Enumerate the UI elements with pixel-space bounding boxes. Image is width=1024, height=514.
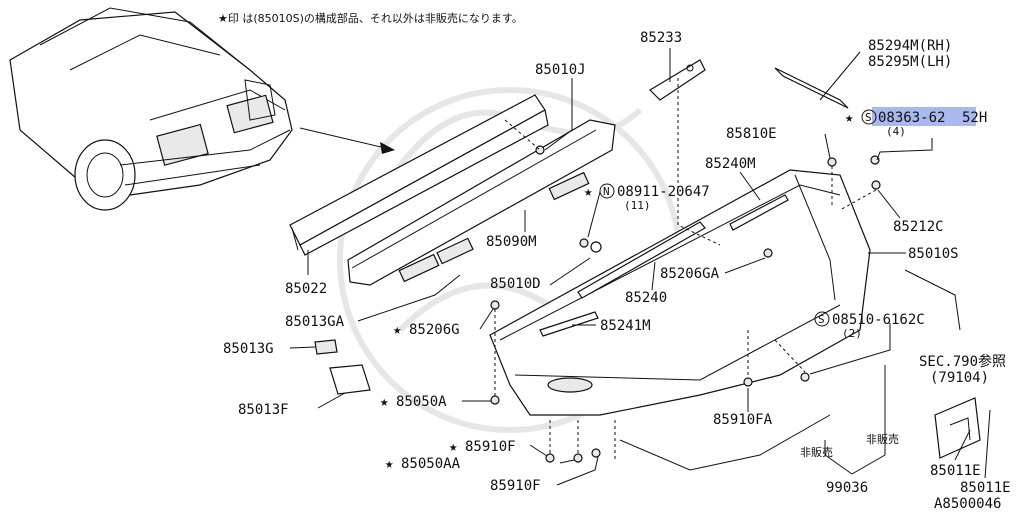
label-85233: 85233 [640, 30, 682, 46]
label-85294m: 85294M(RH) [868, 38, 952, 54]
energy-absorber-85010j [347, 119, 616, 286]
label-85013ga: 85013GA [285, 314, 345, 330]
callout-labels: 85233 85294M(RH) 85295M(LH) 85010J ★ S 0… [223, 30, 1011, 512]
label-85910f-a: 85910F [465, 439, 516, 455]
header-note: ★印 は(85010S)の構成部品、それ以外は非販売になります。 [218, 11, 523, 25]
label-qty-4: (4) [886, 125, 906, 138]
finisher-strip-99036 [619, 269, 961, 471]
star-mark-4: ★ [380, 394, 389, 410]
label-85240m: 85240M [705, 156, 756, 172]
sec-ref-line2: (79104) [930, 370, 989, 386]
direction-arrow [299, 127, 395, 154]
leader-lines [289, 48, 991, 486]
label-85810e: 85810E [726, 126, 777, 142]
label-85010s: 85010S [908, 246, 959, 262]
label-08911: 08911-20647 [617, 184, 710, 200]
label-85241m: 85241M [600, 318, 651, 334]
molding-85240m [729, 194, 789, 231]
label-qty-2: (2) [842, 327, 862, 340]
star-mark-6: ★ [385, 456, 394, 472]
not-for-sale-label-1: 非販売 [800, 446, 833, 459]
label-85010j: 85010J [535, 62, 586, 78]
molding-85241m [539, 311, 599, 337]
bumper-reinforcement-85022 [289, 94, 549, 256]
star-mark-3: ★ [393, 322, 402, 338]
label-08363-a: 08363-62 [878, 110, 945, 126]
star-mark-2: ★ [584, 184, 593, 200]
label-85090m: 85090M [486, 234, 537, 250]
star-mark-1: ★ [845, 110, 854, 126]
label-08510: 08510-6162C [832, 312, 925, 328]
diagram-code: A8500046 [934, 496, 1001, 510]
car-silhouette-illustration [9, 7, 293, 211]
label-85206g: 85206G [409, 322, 460, 338]
label-85910fa: 85910FA [713, 412, 773, 428]
label-85013f: 85013F [238, 402, 289, 418]
label-99036: 99036 [826, 480, 868, 496]
bumper-fascia-85010s [489, 169, 871, 416]
label-85050a: 85050A [396, 394, 447, 410]
plate-85013f [329, 364, 371, 395]
label-85212c: 85212C [893, 219, 944, 235]
assembly-dashed-lines [494, 78, 877, 460]
circled-s-letter-1: S [865, 111, 872, 124]
circled-s-mark-2 [814, 311, 830, 327]
label-85022: 85022 [285, 281, 327, 297]
highlight-08363 [872, 107, 976, 126]
label-85050aa: 85050AA [401, 456, 461, 472]
fasteners [490, 145, 881, 463]
label-85011e-a: 85011E [930, 463, 981, 479]
molding-85240 [577, 221, 706, 299]
label-qty-11: (11) [624, 199, 651, 212]
stay-85294m [774, 67, 849, 109]
star-mark-5: ★ [449, 439, 458, 455]
circled-s-letter-2: S [818, 313, 825, 326]
label-08363-b: 52H [962, 110, 987, 126]
label-85240: 85240 [625, 290, 667, 306]
circled-n-letter: N [603, 185, 610, 198]
label-85910f-b: 85910F [490, 478, 541, 494]
label-85010d: 85010D [490, 276, 541, 292]
label-85295m: 85295M(LH) [868, 54, 952, 70]
circled-s-mark-1 [861, 109, 877, 125]
not-for-sale-label-2: 非販売 [866, 433, 899, 446]
pad-85013g [314, 339, 338, 355]
circled-n-mark [599, 183, 615, 199]
label-85013g: 85013G [223, 341, 274, 357]
side-bracket-85011e [934, 397, 981, 459]
label-85206ga: 85206GA [660, 266, 720, 282]
sec-ref-line1: SEC.790参照 [919, 353, 1006, 370]
label-85011e-b: 85011E [960, 480, 1011, 496]
